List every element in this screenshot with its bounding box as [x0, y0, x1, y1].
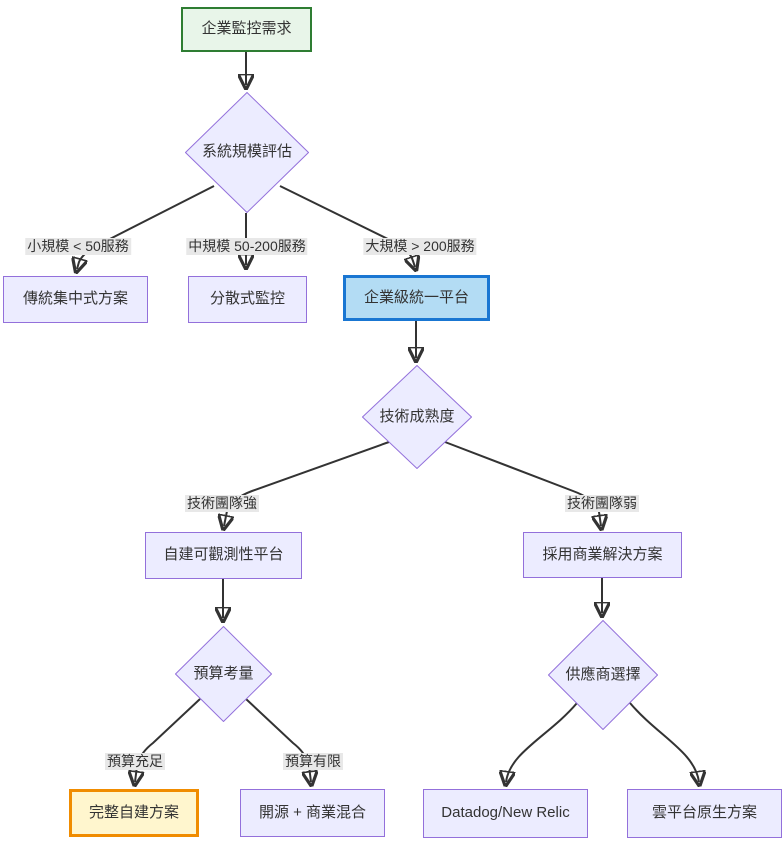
node-enterprise-unified-platform: 企業級統一平台	[343, 275, 490, 321]
edge-label-large-scale: 大規模 > 200服務	[363, 238, 477, 255]
node-enterprise-monitoring-need: 企業監控需求	[181, 7, 312, 52]
edge-label-weak-team: 技術團隊弱	[565, 495, 639, 512]
node-label: 供應商選擇	[565, 665, 641, 683]
node-label: 採用商業解決方案	[542, 545, 663, 563]
node-system-scale-decision: 系統規模評估	[185, 92, 309, 213]
edge-label-small-scale: 小規模 < 50服務	[25, 238, 131, 255]
node-label: 自建可觀測性平台	[163, 546, 284, 564]
edge-label-budget-limited: 預算有限	[283, 753, 343, 770]
node-label: 完整自建方案	[88, 803, 179, 821]
node-distributed-monitoring: 分散式監控	[188, 276, 307, 323]
diamond-shape	[548, 620, 658, 730]
node-label: 企業監控需求	[201, 20, 292, 38]
edge-vendor-saas	[506, 702, 578, 782]
node-label: 傳統集中式方案	[22, 290, 128, 308]
node-label: 分散式監控	[209, 290, 285, 308]
node-label: 技術成熟度	[379, 407, 455, 425]
node-vendor-decision: 供應商選擇	[548, 620, 658, 730]
node-traditional-centralized: 傳統集中式方案	[3, 276, 148, 323]
node-datadog-newrelic: Datadog/New Relic	[423, 789, 588, 838]
node-selfbuild-observability-platform: 自建可觀測性平台	[145, 532, 302, 579]
edge-label-medium-scale: 中規模 50-200服務	[186, 238, 308, 255]
node-budget-decision: 預算考量	[175, 626, 272, 722]
diamond-shape	[362, 365, 472, 469]
node-full-selfbuild-solution: 完整自建方案	[69, 789, 199, 837]
node-label: Datadog/New Relic	[441, 804, 570, 822]
node-commercial-solution: 採用商業解決方案	[523, 532, 682, 578]
node-cloud-native-solution: 雲平台原生方案	[627, 789, 782, 838]
node-label: 預算考量	[193, 664, 254, 682]
diamond-shape	[175, 626, 272, 722]
node-label: 系統規模評估	[201, 143, 292, 161]
node-label: 雲平台原生方案	[651, 804, 757, 822]
node-label: 企業級統一平台	[363, 288, 469, 306]
diamond-shape	[185, 92, 309, 213]
node-label: 開源 + 商業混合	[258, 803, 367, 821]
edge-label-strong-team: 技術團隊強	[185, 495, 259, 512]
node-opensource-commercial-hybrid: 開源 + 商業混合	[240, 789, 385, 837]
edge-label-budget-sufficient: 預算充足	[105, 753, 165, 770]
edge-vendor-cloud	[629, 702, 699, 782]
node-tech-maturity-decision: 技術成熟度	[362, 365, 472, 469]
